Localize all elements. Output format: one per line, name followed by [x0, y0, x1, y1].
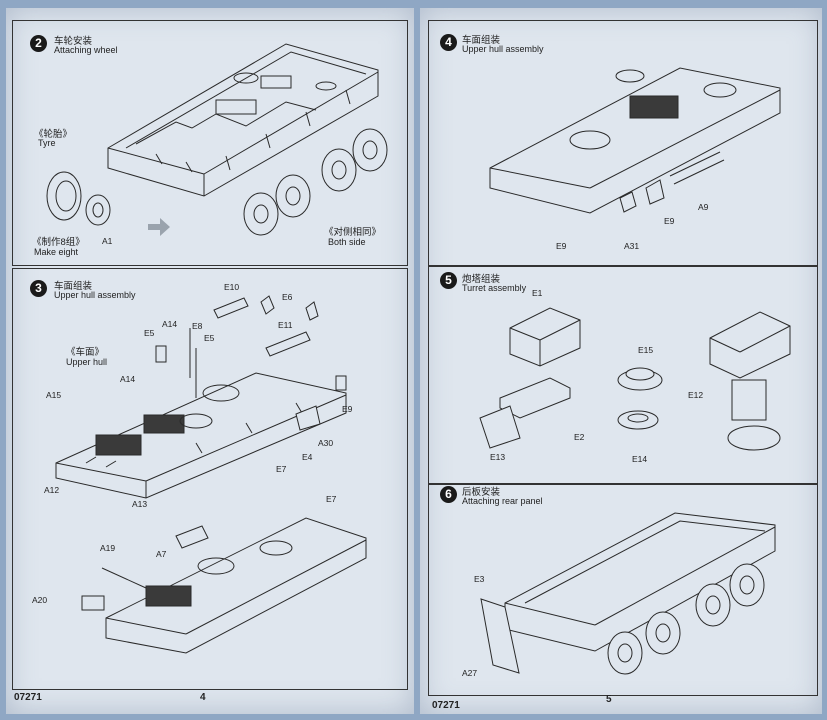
- hull-rear-drawing: [475, 503, 795, 683]
- step-5-title-en: Turret assembly: [462, 283, 527, 293]
- catalog-code: 07271: [14, 692, 42, 703]
- part-label-a1: A1: [102, 236, 113, 246]
- step-5-title-cn: 炮塔组装: [462, 274, 501, 285]
- part-label-e10: E10: [224, 282, 240, 292]
- step-4-title-en: Upper hull assembly: [462, 44, 544, 54]
- part-label-e3: E3: [474, 574, 485, 584]
- part-label-e15: E15: [638, 345, 654, 355]
- step-3-panel: [12, 268, 408, 690]
- step-3-title-cn: 车面组装: [54, 281, 93, 292]
- make-eight-label-cn: 《制作8组》: [32, 237, 85, 248]
- part-label-a30: A30: [318, 438, 334, 448]
- part-label-e4: E4: [302, 452, 313, 462]
- turret-parts-drawing: [470, 298, 800, 468]
- step-5-badge: 5: [440, 272, 457, 289]
- part-label-e1: E1: [532, 288, 543, 298]
- part-label-e9: E9: [556, 241, 567, 251]
- part-label-a19: A19: [100, 543, 116, 553]
- part-label-e2: E2: [574, 432, 585, 442]
- part-label-e12: E12: [688, 390, 704, 400]
- upper-hull-label-cn: 《车面》: [66, 347, 105, 358]
- catalog-code: 07271: [432, 700, 460, 711]
- tyre-label-en: Tyre: [38, 138, 56, 148]
- part-label-e9: E9: [664, 216, 675, 226]
- part-label-a12: A12: [44, 485, 60, 495]
- step-2-badge: 2: [30, 35, 47, 52]
- hull-lower-drawing: [96, 36, 396, 236]
- part-label-e13: E13: [490, 452, 506, 462]
- make-eight-label-en: Make eight: [34, 247, 79, 257]
- tyre-label-cn: 《轮胎》: [34, 129, 73, 140]
- step-3-parts-drawing: [146, 288, 356, 438]
- part-label-a7: A7: [156, 549, 167, 559]
- upper-hull-rear-drawing: [76, 478, 376, 668]
- part-label-a9: A9: [698, 202, 709, 212]
- step-4-badge: 4: [440, 34, 457, 51]
- part-label-e7: E7: [326, 494, 337, 504]
- step-4-title-cn: 车面组装: [462, 35, 501, 46]
- part-label-a14: A14: [162, 319, 178, 329]
- upper-hull-label-en: Upper hull: [66, 357, 108, 367]
- page-number: 4: [200, 692, 206, 703]
- part-label-a31: A31: [624, 241, 640, 251]
- step-2-panel: [12, 20, 408, 266]
- both-side-label-cn: 《对侧相同》: [324, 227, 382, 238]
- part-label-e11: E11: [278, 320, 293, 330]
- step-4-panel: [428, 20, 818, 266]
- part-label-a14: A14: [120, 374, 136, 384]
- step-6-title-cn: 后板安装: [462, 487, 501, 498]
- part-label-e5: E5: [204, 333, 215, 343]
- instruction-page-right: 4 车面组装 Upper hull assembly A9 E9 E9 A31 …: [420, 8, 822, 714]
- step-5-panel: [428, 266, 818, 484]
- step-3-badge: 3: [30, 280, 47, 297]
- part-label-a27: A27: [462, 668, 478, 678]
- part-label-a15: A15: [46, 390, 62, 400]
- step-6-badge: 6: [440, 486, 457, 503]
- part-label-a20: A20: [32, 595, 48, 605]
- step-3-title-en: Upper hull assembly: [54, 290, 136, 300]
- part-label-e14: E14: [632, 454, 648, 464]
- step-2-title-cn: 车轮安装: [54, 36, 93, 47]
- tyre-drawing: [44, 168, 114, 228]
- part-label-e6: E6: [282, 292, 293, 302]
- part-label-a13: A13: [132, 499, 148, 509]
- upper-hull-front-drawing: [46, 363, 356, 503]
- step-6-panel: [428, 484, 818, 696]
- direction-arrow-icon: [148, 218, 170, 236]
- part-label-e7: E7: [276, 464, 287, 474]
- step-2-title-en: Attaching wheel: [54, 45, 118, 55]
- instruction-page-left: 2 车轮安装 Attaching wheel: [6, 8, 414, 714]
- upper-hull-assembled-drawing: [480, 48, 800, 248]
- part-label-e8: E8: [192, 321, 203, 331]
- page-number: 5: [606, 694, 612, 705]
- part-label-e9: E9: [342, 404, 353, 414]
- both-side-label-en: Both side: [328, 237, 366, 247]
- part-label-e5: E5: [144, 328, 155, 338]
- step-6-title-en: Attaching rear panel: [462, 496, 543, 506]
